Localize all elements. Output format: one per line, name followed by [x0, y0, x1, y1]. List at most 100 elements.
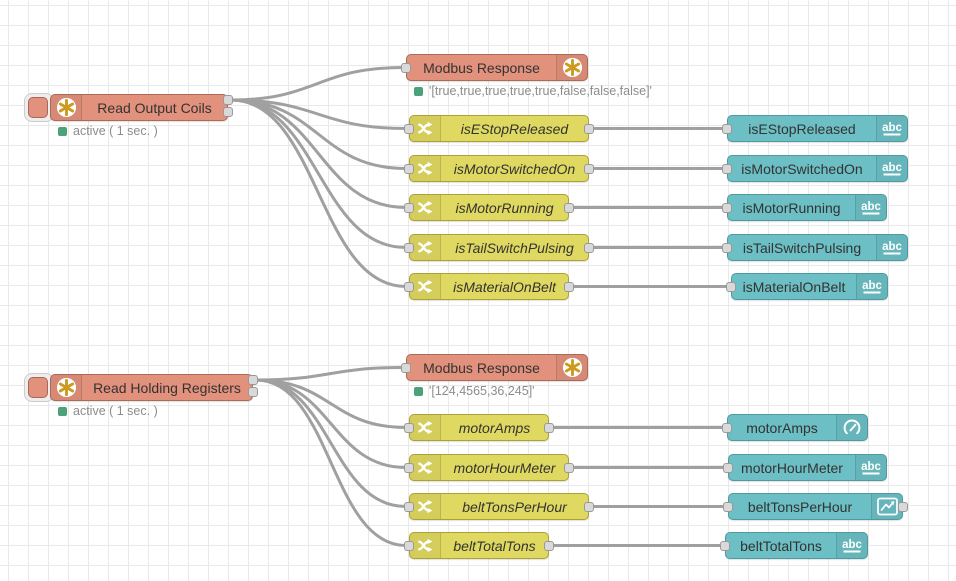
node-status: '[124,4565,36,245]': [414, 384, 535, 398]
svg-text:abc: abc: [882, 122, 902, 134]
switch-motorAmps[interactable]: motorAmps: [409, 414, 549, 441]
switch-beltTonsPerHour[interactable]: beltTonsPerHour: [409, 493, 589, 520]
read-holding-registers[interactable]: Read Holding Registers: [50, 374, 253, 401]
node-label: isMotorRunning: [455, 199, 554, 216]
input-port[interactable]: [722, 123, 732, 134]
svg-text:abc: abc: [861, 201, 881, 213]
input-port[interactable]: [404, 540, 414, 551]
input-port[interactable]: [722, 202, 732, 213]
wire[interactable]: [229, 98, 408, 209]
output-port[interactable]: [584, 123, 594, 134]
output-port-1[interactable]: [223, 95, 233, 105]
wire[interactable]: [229, 98, 408, 249]
wire[interactable]: [254, 378, 408, 429]
input-port[interactable]: [404, 163, 414, 174]
output-port[interactable]: [544, 422, 554, 433]
input-port[interactable]: [722, 163, 732, 174]
switch-icon: [410, 235, 441, 260]
modbus-response-coils[interactable]: Modbus Response: [406, 54, 588, 81]
svg-text:abc: abc: [882, 241, 902, 253]
wire[interactable]: [229, 98, 408, 288]
switch-icon: [410, 533, 441, 558]
input-port[interactable]: [722, 242, 732, 253]
node-status: active ( 1 sec. ): [58, 124, 158, 138]
output-port[interactable]: [564, 281, 574, 292]
text-icon: abc: [855, 195, 886, 220]
node-label: isMotorSwitchedOn: [453, 160, 576, 177]
text-icon: abc: [876, 156, 907, 181]
read-output-coils[interactable]: Read Output Coils: [50, 94, 228, 121]
switch-beltTotalTons[interactable]: beltTotalTons: [409, 532, 549, 559]
wire[interactable]: [254, 366, 405, 382]
node-label: isEStopReleased: [460, 120, 569, 137]
svg-text:abc: abc: [842, 539, 862, 551]
status-dot: [414, 86, 423, 96]
status-dot: [58, 406, 67, 416]
ui-motorAmps[interactable]: motorAmps: [727, 414, 868, 441]
node-label: beltTonsPerHour: [462, 498, 567, 515]
switch-motorHourMeter[interactable]: motorHourMeter: [409, 454, 569, 481]
output-port[interactable]: [898, 501, 908, 512]
modbus-response-registers[interactable]: Modbus Response: [406, 354, 588, 381]
input-port[interactable]: [726, 281, 736, 292]
svg-text:abc: abc: [862, 280, 882, 292]
input-port[interactable]: [723, 501, 733, 512]
wire[interactable]: [229, 98, 408, 130]
ui-beltTonsPerHour[interactable]: beltTonsPerHour: [728, 493, 903, 520]
switch-isMaterialOnBelt[interactable]: isMaterialOnBelt: [409, 273, 569, 300]
wire[interactable]: [254, 378, 408, 469]
output-port[interactable]: [584, 242, 594, 253]
wire[interactable]: [229, 98, 408, 170]
output-port[interactable]: [584, 501, 594, 512]
output-port-1[interactable]: [248, 375, 258, 385]
text-icon: abc: [855, 455, 886, 480]
input-port[interactable]: [401, 362, 411, 373]
output-port-2[interactable]: [223, 107, 233, 117]
inject-button[interactable]: [28, 97, 48, 118]
output-port[interactable]: [584, 163, 594, 174]
switch-isEStopReleased[interactable]: isEStopReleased: [409, 115, 589, 142]
node-label: motorHourMeter: [453, 459, 556, 476]
chart-icon: [871, 494, 902, 519]
output-port[interactable]: [544, 540, 554, 551]
switch-isTailSwitchPulsing[interactable]: isTailSwitchPulsing: [409, 234, 589, 261]
input-port[interactable]: [401, 62, 411, 73]
switch-isMotorSwitchedOn[interactable]: isMotorSwitchedOn: [409, 155, 589, 182]
switch-isMotorRunning[interactable]: isMotorRunning: [409, 194, 569, 221]
output-port[interactable]: [564, 462, 574, 473]
node-status: '[true,true,true,true,true,false,false,f…: [414, 84, 652, 98]
input-port[interactable]: [723, 462, 733, 473]
status-dot: [414, 386, 423, 396]
input-port[interactable]: [404, 462, 414, 473]
modbus-icon: [556, 355, 587, 380]
svg-text:abc: abc: [882, 162, 902, 174]
node-status: active ( 1 sec. ): [58, 404, 158, 418]
node-label: motorAmps: [458, 419, 531, 436]
input-port[interactable]: [404, 202, 414, 213]
output-port[interactable]: [564, 202, 574, 213]
input-port[interactable]: [404, 123, 414, 134]
switch-icon: [410, 116, 441, 141]
input-port[interactable]: [404, 422, 414, 433]
wire[interactable]: [254, 378, 408, 508]
wire[interactable]: [229, 66, 405, 102]
input-port[interactable]: [404, 501, 414, 512]
inject-button[interactable]: [28, 377, 48, 398]
input-port[interactable]: [404, 242, 414, 253]
output-port-2[interactable]: [248, 387, 258, 397]
input-port[interactable]: [720, 540, 730, 551]
input-port[interactable]: [404, 281, 414, 292]
modbus-icon: [556, 55, 587, 80]
input-port[interactable]: [722, 422, 732, 433]
wire[interactable]: [254, 378, 408, 547]
status-text: '[124,4565,36,245]': [429, 384, 535, 398]
